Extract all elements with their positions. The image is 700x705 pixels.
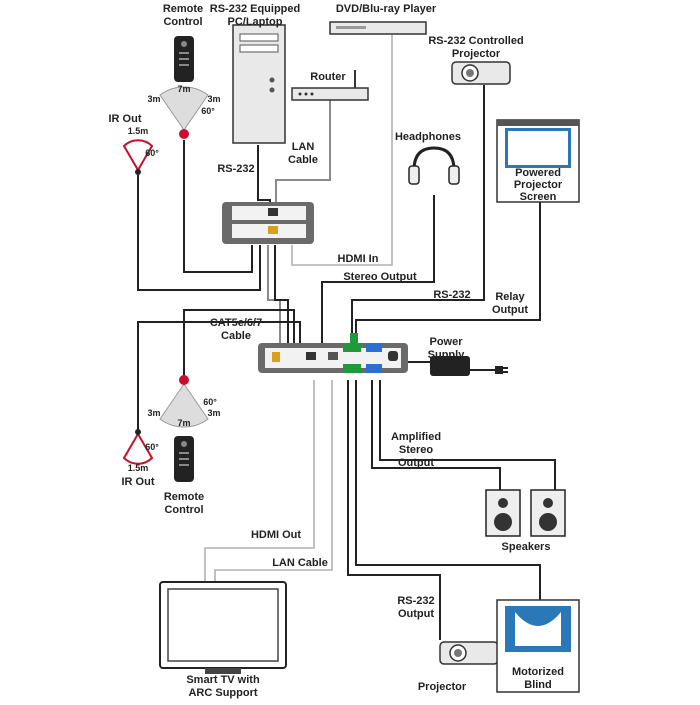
router-icon — [291, 70, 369, 101]
ir-emitter-top-icon — [122, 139, 154, 175]
label-motorized-blind-1: Motorized — [512, 666, 564, 678]
ir-emitter-bottom-icon — [122, 429, 154, 465]
label-ir-out-bottom: IR Out — [122, 476, 155, 488]
projector-screen-icon — [496, 119, 580, 203]
green-terminal-icon — [343, 333, 361, 373]
power-supply-icon — [430, 356, 508, 376]
label-range-3m-bot-right: 3m — [207, 408, 220, 418]
receiver-device — [258, 343, 408, 373]
labels: Remote Control RS-232 Equipped PC/Laptop… — [109, 3, 564, 699]
label-rs232-mid: RS-232 — [433, 289, 470, 301]
label-dvd: DVD/Blu-ray Player — [336, 3, 437, 15]
label-remote-control-bottom-1: Remote — [164, 491, 204, 503]
label-relay-output-1: Relay — [495, 291, 525, 303]
label-rs232-projector-1: RS-232 Controlled — [428, 35, 523, 47]
label-amplified-stereo-2: Stereo — [399, 444, 434, 456]
label-rs232-pc: RS-232 — [217, 163, 254, 175]
label-range-3m-bot-left: 3m — [147, 408, 160, 418]
label-amplified-stereo-3: Output — [398, 457, 434, 469]
smart-tv-icon — [159, 581, 287, 674]
label-range-7m-bot: 7m — [177, 418, 190, 428]
dvd-player-icon — [329, 21, 427, 35]
label-power-supply-2: Supply — [428, 349, 466, 361]
speaker-right-icon — [530, 489, 566, 537]
label-range-3m-top-right: 3m — [207, 94, 220, 104]
label-rs232-output-2: Output — [398, 608, 434, 620]
label-range-top-60: 60° — [145, 148, 159, 158]
remote-control-top-icon — [174, 36, 194, 82]
label-power-supply-1: Power — [429, 336, 463, 348]
label-relay-output-2: Output — [492, 304, 528, 316]
label-range-bot-15: 1.5m — [128, 463, 149, 473]
label-cat-cable-2: Cable — [221, 330, 251, 342]
rs232-projector-icon — [451, 61, 511, 85]
label-remote-control-bottom-2: Control — [164, 504, 203, 516]
remote-control-bottom-icon — [174, 436, 194, 482]
wires — [137, 35, 556, 640]
label-amplified-stereo-1: Amplified — [391, 431, 441, 443]
label-powered-screen-3: Screen — [520, 191, 557, 203]
label-cat-cable-1: CAT5e/6/7 — [210, 317, 262, 329]
label-smart-tv-1: Smart TV with — [186, 674, 260, 686]
label-lan-cable-bottom: LAN Cable — [272, 557, 328, 569]
label-range-60-remote-bottom: 60° — [203, 397, 217, 407]
ir-receiver-bottom-icon — [159, 375, 209, 428]
label-lan-cable-1: LAN — [292, 141, 315, 153]
blue-terminal-icon — [366, 343, 382, 373]
headphones-icon — [408, 146, 460, 185]
label-range-60-remote-top: 60° — [201, 106, 215, 116]
label-range-7m-top: 7m — [177, 84, 190, 94]
label-powered-screen-1: Powered — [515, 167, 561, 179]
label-remote-control-top-1: Remote — [163, 3, 203, 15]
label-remote-control-top-2: Control — [163, 16, 202, 28]
label-pc-1: RS-232 Equipped — [210, 3, 300, 15]
label-router: Router — [310, 71, 346, 83]
label-motorized-blind-2: Blind — [524, 679, 552, 691]
motorized-blind-icon — [496, 599, 580, 693]
label-rs232-projector-2: Projector — [452, 48, 501, 60]
label-hdmi-out: HDMI Out — [251, 529, 301, 541]
label-rs232-output-1: RS-232 — [397, 595, 434, 607]
label-pc-2: PC/Laptop — [228, 16, 283, 28]
label-headphones: Headphones — [395, 131, 461, 143]
label-lan-cable-2: Cable — [288, 154, 318, 166]
label-range-top-15: 1.5m — [128, 126, 149, 136]
label-projector: Projector — [418, 681, 467, 693]
label-powered-screen-2: Projector — [514, 179, 563, 191]
label-stereo-output: Stereo Output — [343, 271, 417, 283]
label-speakers: Speakers — [502, 541, 551, 553]
label-smart-tv-2: ARC Support — [188, 687, 257, 699]
label-range-bot-60: 60° — [145, 442, 159, 452]
label-ir-out-top: IR Out — [109, 113, 142, 125]
ir-receiver-top-icon — [159, 86, 209, 139]
projector-bottom-icon — [439, 641, 499, 665]
speaker-left-icon — [485, 489, 521, 537]
label-hdmi-in: HDMI In — [338, 253, 379, 265]
pc-tower-icon — [232, 24, 286, 144]
transmitter-device — [222, 202, 314, 244]
label-range-3m-top-left: 3m — [147, 94, 160, 104]
